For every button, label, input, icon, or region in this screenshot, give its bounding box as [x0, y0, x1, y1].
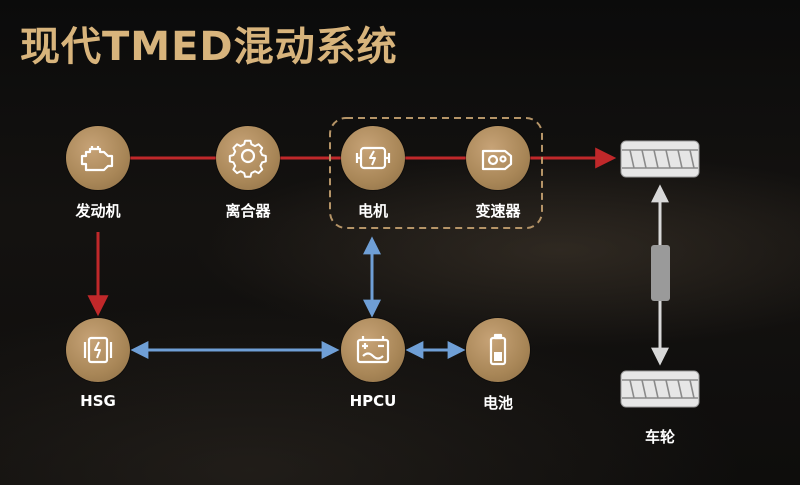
hpcu-node — [341, 318, 405, 382]
power-control-icon — [356, 336, 390, 364]
tire-icon — [620, 370, 700, 408]
battery-node — [466, 318, 530, 382]
engine-node — [66, 126, 130, 190]
gear-icon — [228, 139, 267, 178]
generator-icon — [83, 336, 113, 364]
battery-label: 电池 — [482, 394, 513, 412]
axle-housing — [651, 245, 670, 301]
engine-icon — [80, 146, 114, 172]
tire-icon — [620, 140, 700, 178]
motor-label: 电机 — [357, 202, 388, 220]
motor-node — [341, 126, 405, 190]
clutch-label: 离合器 — [225, 202, 271, 220]
hsg-label: HSG — [80, 392, 116, 410]
gearbox-label: 变速器 — [475, 202, 521, 220]
hpcu-label: HPCU — [349, 392, 397, 410]
wheels-label: 车轮 — [644, 428, 675, 446]
transmission-icon — [481, 149, 513, 171]
engine-label: 发动机 — [75, 202, 121, 220]
gearbox-node — [466, 126, 530, 190]
page-title: 现代TMED混动系统 — [20, 24, 398, 70]
motor-gearbox-group-box — [329, 117, 543, 229]
clutch-node — [216, 126, 280, 190]
battery-icon — [489, 333, 507, 366]
hsg-node — [66, 318, 130, 382]
motor-icon — [355, 146, 391, 170]
